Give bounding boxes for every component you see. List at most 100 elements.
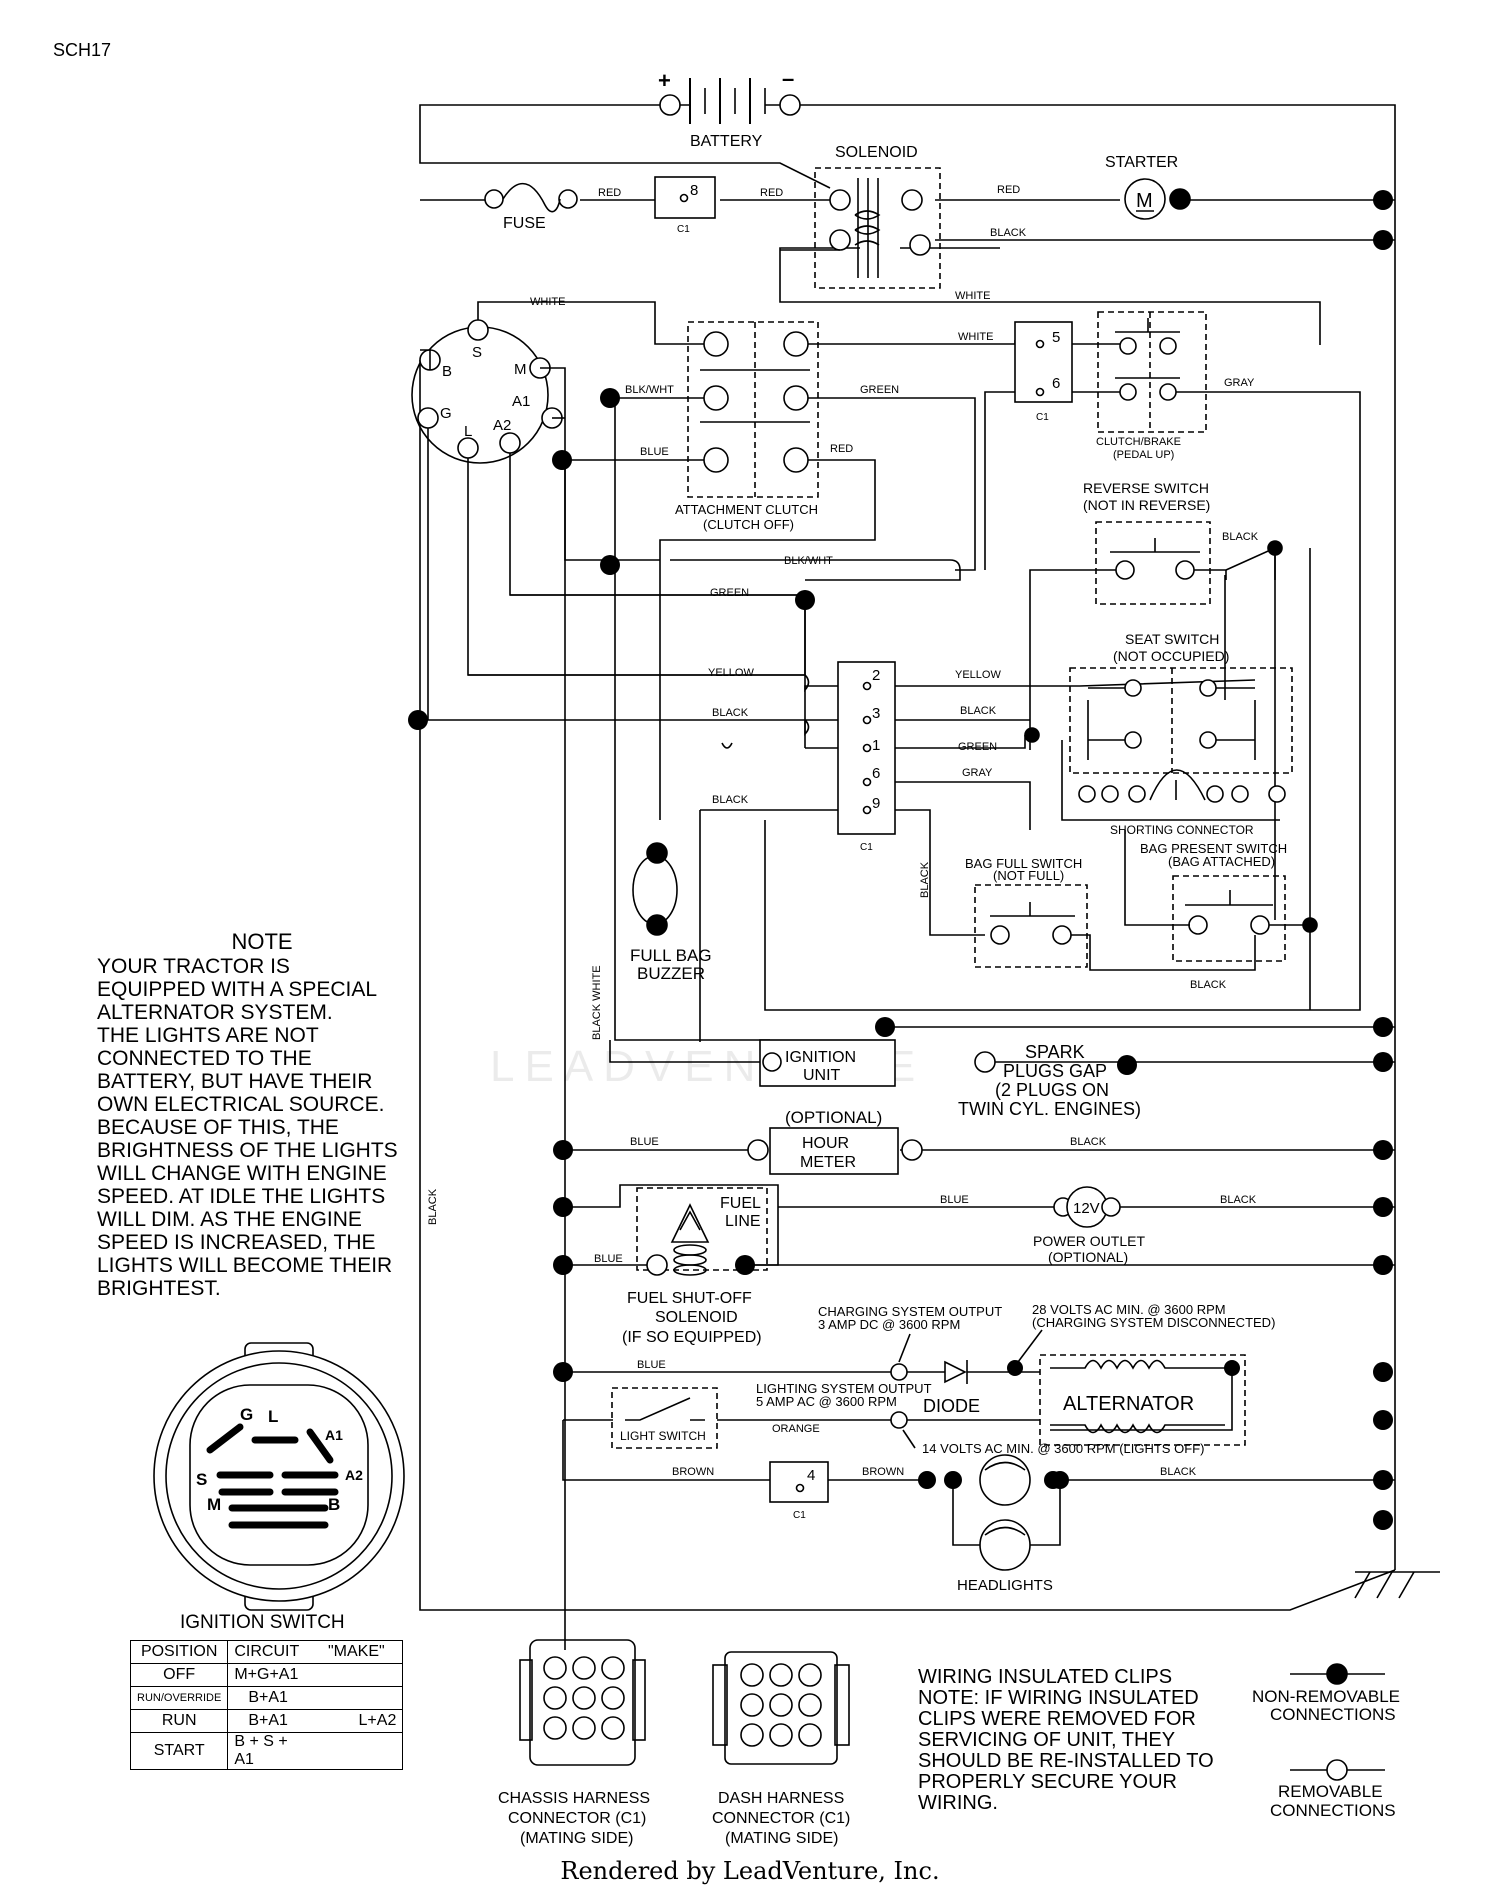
bag-full-switch: BAG FULL SWITCH (NOT FULL) bbox=[965, 856, 1256, 971]
bag-present-switch-state: (BAG ATTACHED) bbox=[1168, 854, 1275, 869]
seat-switch-state: (NOT OCCUPIED) bbox=[1113, 648, 1229, 664]
solenoid-label: SOLENOID bbox=[835, 144, 918, 161]
note-line: BECAUSE OF THIS, THE bbox=[97, 1116, 339, 1139]
seat-switch-label: SEAT SWITCH bbox=[1125, 631, 1219, 647]
alternator-ac-note: (CHARGING SYSTEM DISCONNECTED) bbox=[1032, 1315, 1275, 1330]
schematic-code: SCH17 bbox=[53, 40, 112, 60]
row-circuit: B + S + A1 bbox=[227, 1732, 311, 1770]
wire-label-white: WHITE bbox=[955, 290, 990, 302]
dash-connector-pin bbox=[769, 1663, 793, 1687]
face-l: L bbox=[268, 1407, 278, 1426]
battery-minus: – bbox=[782, 66, 794, 91]
wire-label-black: BLACK bbox=[1220, 1194, 1257, 1206]
terminal-a2: A2 bbox=[493, 417, 511, 434]
note-line: BRIGHTEST. bbox=[97, 1277, 221, 1300]
headlights-label: HEADLIGHTS bbox=[957, 1577, 1053, 1594]
wire-label-black: BLACK bbox=[712, 794, 749, 806]
row-extra bbox=[310, 1732, 404, 1770]
fuel-solenoid-label-2: SOLENOID bbox=[655, 1309, 738, 1326]
fuse-label: FUSE bbox=[503, 215, 546, 232]
ignition-switch-schematic: S B M A1 G L A2 bbox=[411, 319, 563, 464]
reverse-switch: BLACK REVERSE SWITCH (NOT IN REVERSE) bbox=[1029, 480, 1283, 920]
wire-label-gray: GRAY bbox=[1224, 377, 1255, 389]
clutch-brake-state: (PEDAL UP) bbox=[1113, 449, 1174, 461]
chassis-connector-pin bbox=[572, 1716, 596, 1740]
clips-line: SHOULD BE RE-INSTALLED TO bbox=[918, 1750, 1214, 1772]
clutch-brake-label: CLUTCH/BRAKE bbox=[1096, 436, 1181, 448]
c1-label: C1 bbox=[793, 1510, 806, 1521]
pin-3-label: 3 bbox=[872, 705, 880, 722]
note-line: OWN ELECTRICAL SOURCE. bbox=[97, 1093, 385, 1116]
ground-symbol: BLACK bbox=[427, 1188, 1440, 1599]
chassis-connector-label-3: (MATING SIDE) bbox=[520, 1830, 633, 1847]
chassis-connector-pin bbox=[543, 1716, 567, 1740]
chassis-connector-pin bbox=[572, 1656, 596, 1680]
fuel-solenoid-label-3: (IF SO EQUIPPED) bbox=[622, 1329, 762, 1346]
chassis-connector-pin bbox=[601, 1686, 625, 1710]
face-b: B bbox=[328, 1495, 340, 1514]
chassis-connector-pin bbox=[543, 1686, 567, 1710]
attachment-clutch-state: (CLUTCH OFF) bbox=[703, 517, 794, 532]
shorting-connector-label: SHORTING CONNECTOR bbox=[1110, 823, 1254, 837]
lighting-circuit: LIGHT SWITCH ORANGE LIGHTING SYSTEM OUTP… bbox=[562, 1381, 1395, 1521]
wire-label-black: BLACK bbox=[1222, 531, 1259, 543]
dash-connector-pin bbox=[769, 1693, 793, 1717]
buzzer-label-2: BUZZER bbox=[637, 964, 705, 983]
chassis-connector-pin bbox=[601, 1716, 625, 1740]
table-row: RUN/OVERRIDE B+A1 bbox=[129, 1686, 404, 1710]
c1-label: C1 bbox=[677, 224, 690, 235]
face-m: M bbox=[207, 1495, 221, 1514]
starter-label: STARTER bbox=[1105, 154, 1178, 171]
face-a1: A1 bbox=[325, 1427, 343, 1443]
pin-4-label: 4 bbox=[807, 1467, 815, 1484]
legend-nonremovable-2: CONNECTIONS bbox=[1270, 1705, 1396, 1724]
wire-label-brown: BROWN bbox=[672, 1466, 714, 1478]
row-extra: L+A2 bbox=[310, 1709, 404, 1733]
pin-6-label: 6 bbox=[1052, 375, 1060, 392]
legend-removable: REMOVABLE bbox=[1278, 1782, 1383, 1801]
terminal-l: L bbox=[464, 423, 472, 440]
pin-8-label: 8 bbox=[690, 182, 698, 199]
row-circuit: B+A1 bbox=[227, 1709, 311, 1733]
wire-label-gray: GRAY bbox=[962, 767, 993, 779]
battery-label: BATTERY bbox=[690, 133, 763, 150]
diode-label: DIODE bbox=[923, 1396, 980, 1416]
wire-label-blue: BLUE bbox=[640, 446, 669, 458]
chassis-connector-label: CHASSIS HARNESS bbox=[498, 1790, 650, 1807]
wire-label-black: BLACK bbox=[960, 705, 997, 717]
fuel-shutoff-solenoid: BLUE FUEL LINE FUEL SHUT-OFF SOLENOID (I… bbox=[563, 1184, 1395, 1346]
col-circuit: CIRCUIT bbox=[227, 1640, 311, 1664]
clips-line: NOTE: IF WIRING INSULATED bbox=[918, 1687, 1199, 1709]
wire-main-frame bbox=[419, 104, 1396, 1611]
row-circuit: M+G+A1 bbox=[227, 1663, 311, 1687]
dash-connector-label: DASH HARNESS bbox=[718, 1790, 844, 1807]
charging-output-spec: 3 AMP DC @ 3600 RPM bbox=[818, 1317, 960, 1332]
connector-c1-pins-5-6: 5 6 C1 bbox=[984, 321, 1130, 570]
note-line: SPEED. AT IDLE THE LIGHTS bbox=[97, 1185, 386, 1208]
legend-nonremovable: NON-REMOVABLE bbox=[1252, 1687, 1400, 1706]
light-switch-label: LIGHT SWITCH bbox=[620, 1429, 706, 1443]
note-line: WILL CHANGE WITH ENGINE bbox=[97, 1162, 387, 1185]
wire-label-red: RED bbox=[830, 443, 853, 455]
legend-removable-2: CONNECTIONS bbox=[1270, 1801, 1396, 1820]
chassis-connector-pin bbox=[601, 1656, 625, 1680]
row-position: OFF bbox=[129, 1663, 229, 1687]
dash-connector-label-2: CONNECTOR (C1) bbox=[712, 1810, 850, 1827]
terminal-g: G bbox=[440, 405, 452, 422]
table-row: START B + S + A1 bbox=[129, 1732, 404, 1770]
wire-label-black: BLACK bbox=[1160, 1466, 1197, 1478]
hour-meter-optional: (OPTIONAL) bbox=[785, 1108, 882, 1127]
ignition-unit-label: IGNITION bbox=[785, 1049, 856, 1066]
chassis-connector-pin bbox=[572, 1686, 596, 1710]
wire-label-black: BLACK bbox=[712, 707, 749, 719]
col-position: POSITION bbox=[129, 1640, 229, 1664]
wire-label-black: BLACK bbox=[1190, 979, 1227, 991]
pin-1-label: 1 bbox=[872, 737, 880, 754]
alternator-14v-label: 14 VOLTS AC MIN. @ 3600 RPM (LIGHTS OFF) bbox=[922, 1441, 1204, 1456]
wire-label-black: BLACK bbox=[1070, 1136, 1107, 1148]
note-line: BATTERY, BUT HAVE THEIR bbox=[97, 1070, 373, 1093]
ignition-switch-face: G L A1 S A2 M B IGNITION SWITCH bbox=[153, 1342, 405, 1633]
footer-credit: Rendered by LeadVenture, Inc. bbox=[560, 1857, 940, 1885]
power-outlet-label: POWER OUTLET bbox=[1033, 1233, 1145, 1249]
